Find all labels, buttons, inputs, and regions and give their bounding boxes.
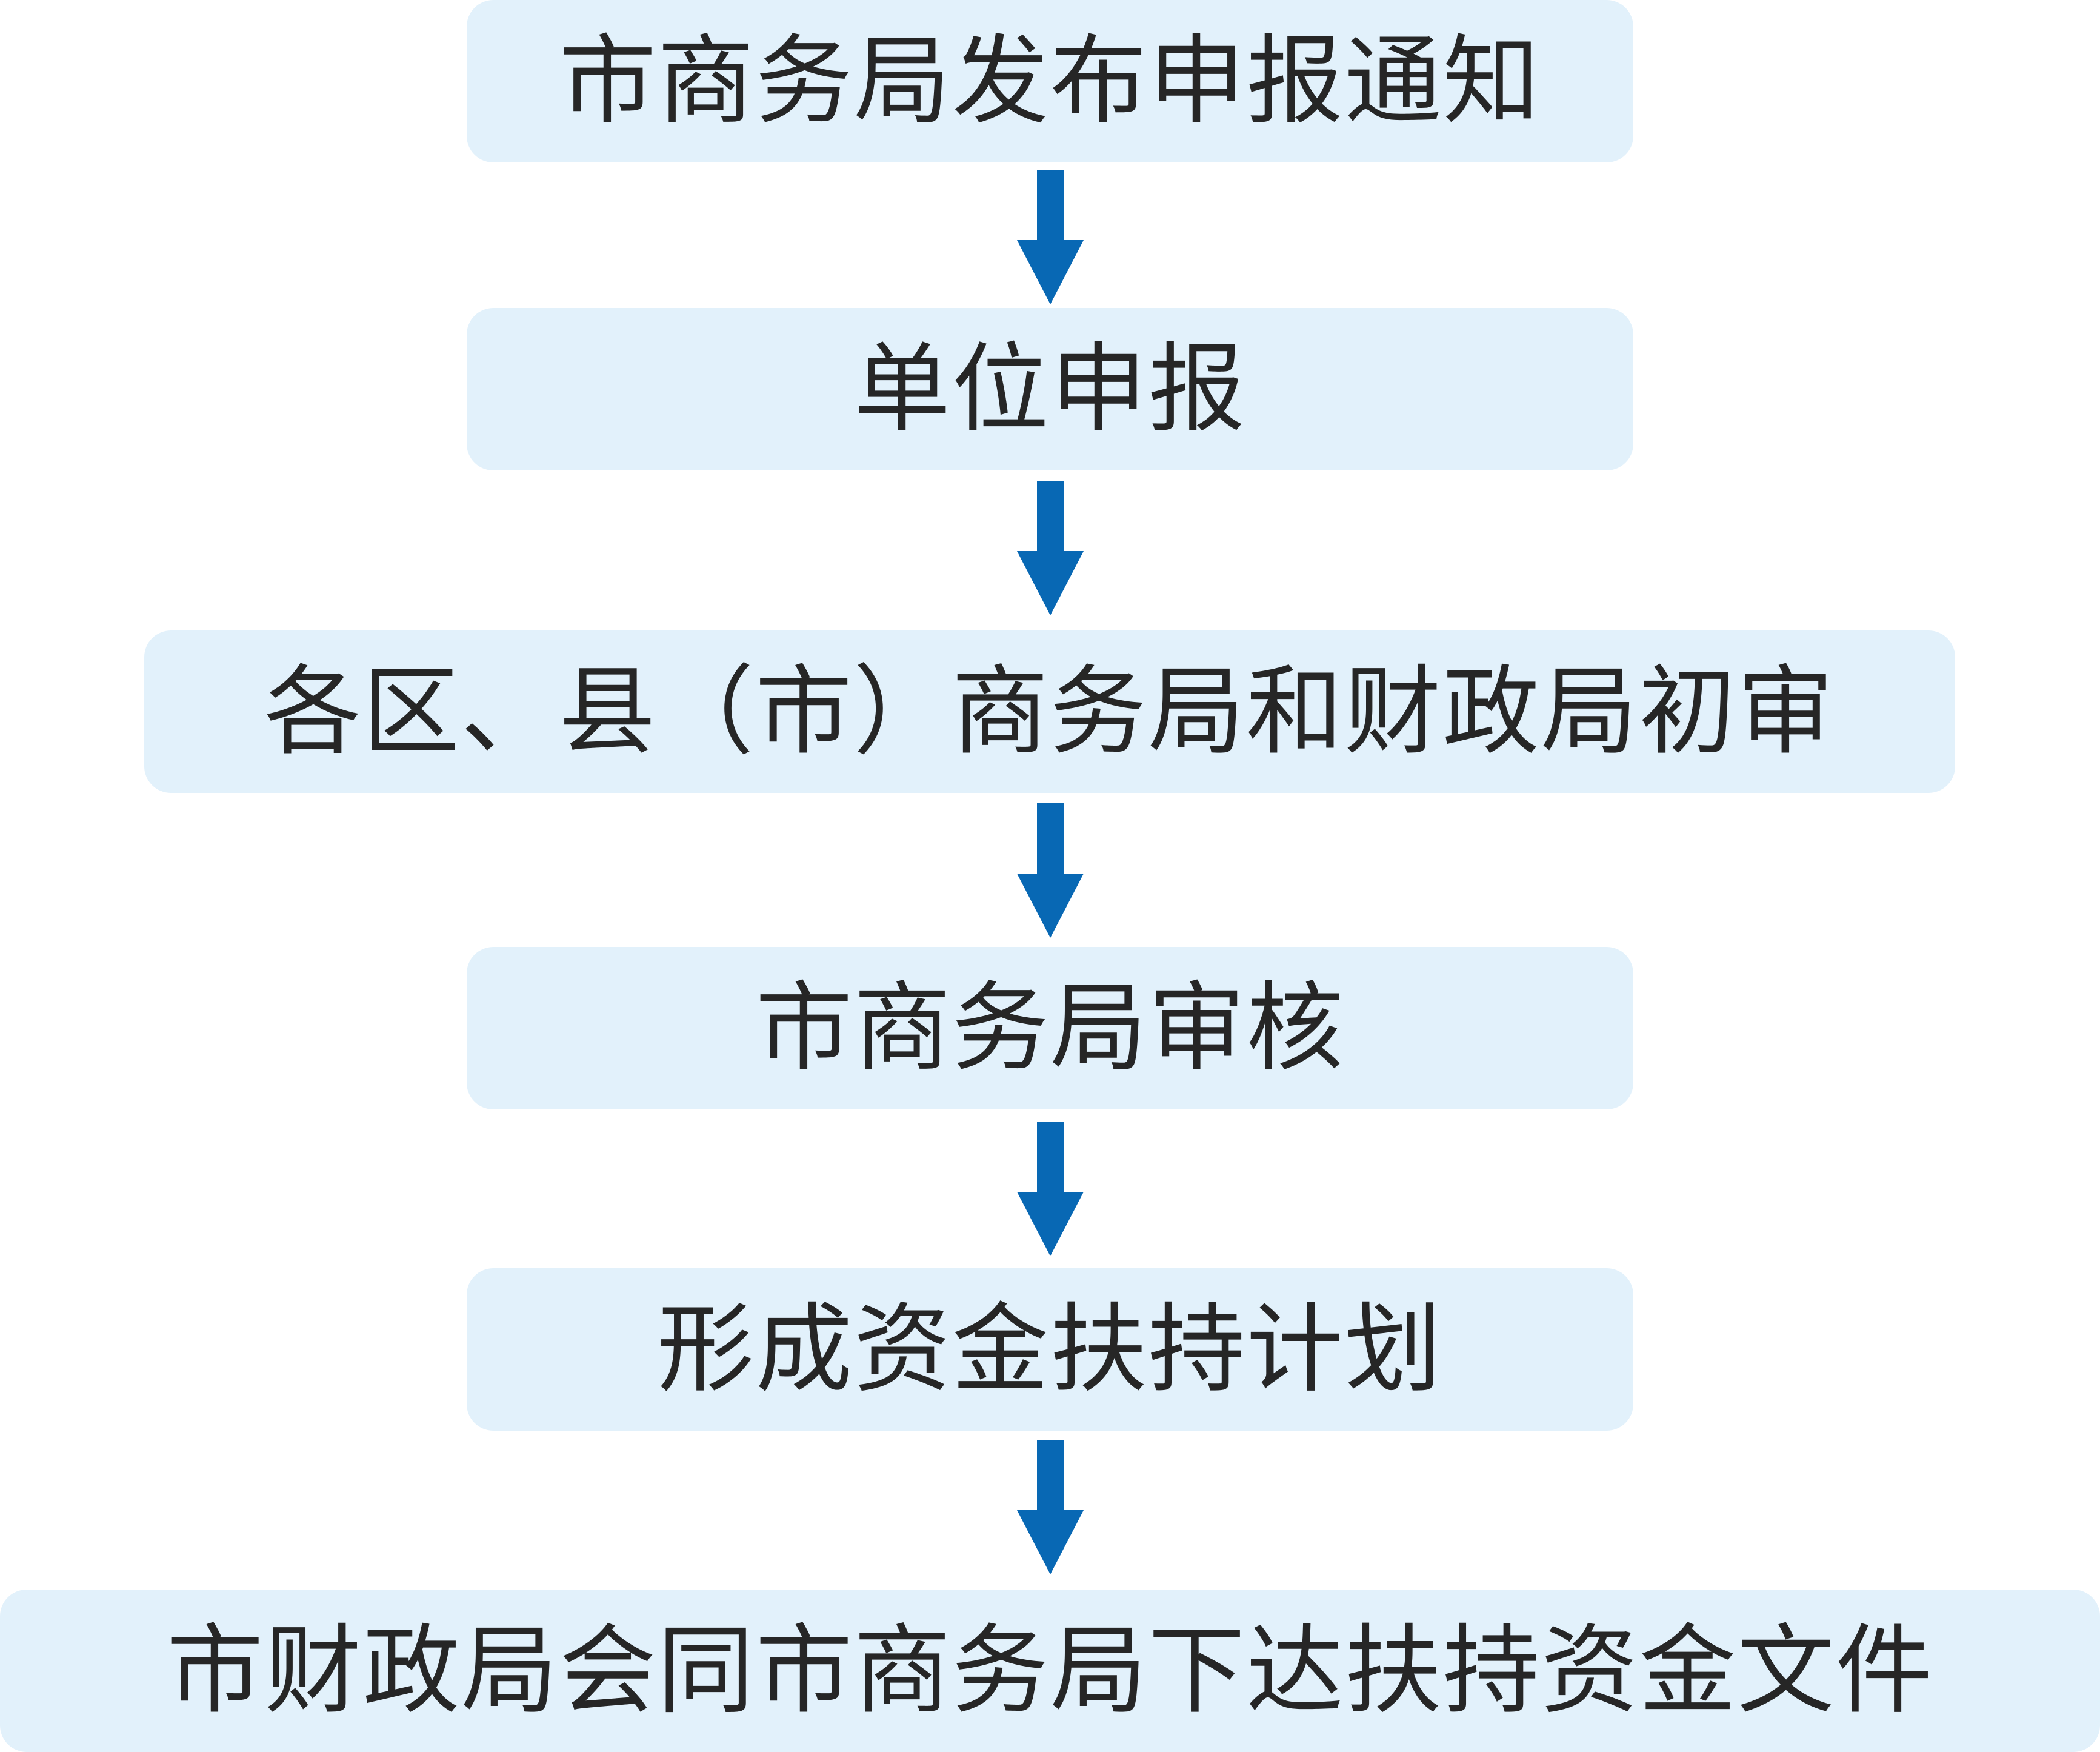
- step-4-label: 市商务局审核: [755, 971, 1345, 1085]
- step-1-box: 市商务局发布申报通知: [467, 0, 1633, 162]
- step-2-box: 单位申报: [467, 308, 1633, 470]
- step-6-label: 市财政局会同市商务局下达扶持资金文件: [166, 1614, 1934, 1727]
- step-3-label: 各区、县（市）商务局和财政局初审: [264, 655, 1835, 768]
- down-arrow-icon: [1017, 1440, 1084, 1574]
- down-arrow-icon: [1017, 170, 1084, 304]
- step-1-label: 市商务局发布申报通知: [559, 24, 1541, 138]
- down-arrow-icon: [1017, 481, 1084, 615]
- step-3-box: 各区、县（市）商务局和财政局初审: [144, 630, 1955, 793]
- step-4-box: 市商务局审核: [467, 947, 1633, 1109]
- step-5-box: 形成资金扶持计划: [467, 1268, 1633, 1431]
- step-2-label: 单位申报: [853, 332, 1247, 446]
- down-arrow-icon: [1017, 1122, 1084, 1256]
- step-6-box: 市财政局会同市商务局下达扶持资金文件: [0, 1590, 2100, 1752]
- down-arrow-icon: [1017, 803, 1084, 938]
- step-5-label: 形成资金扶持计划: [657, 1292, 1443, 1406]
